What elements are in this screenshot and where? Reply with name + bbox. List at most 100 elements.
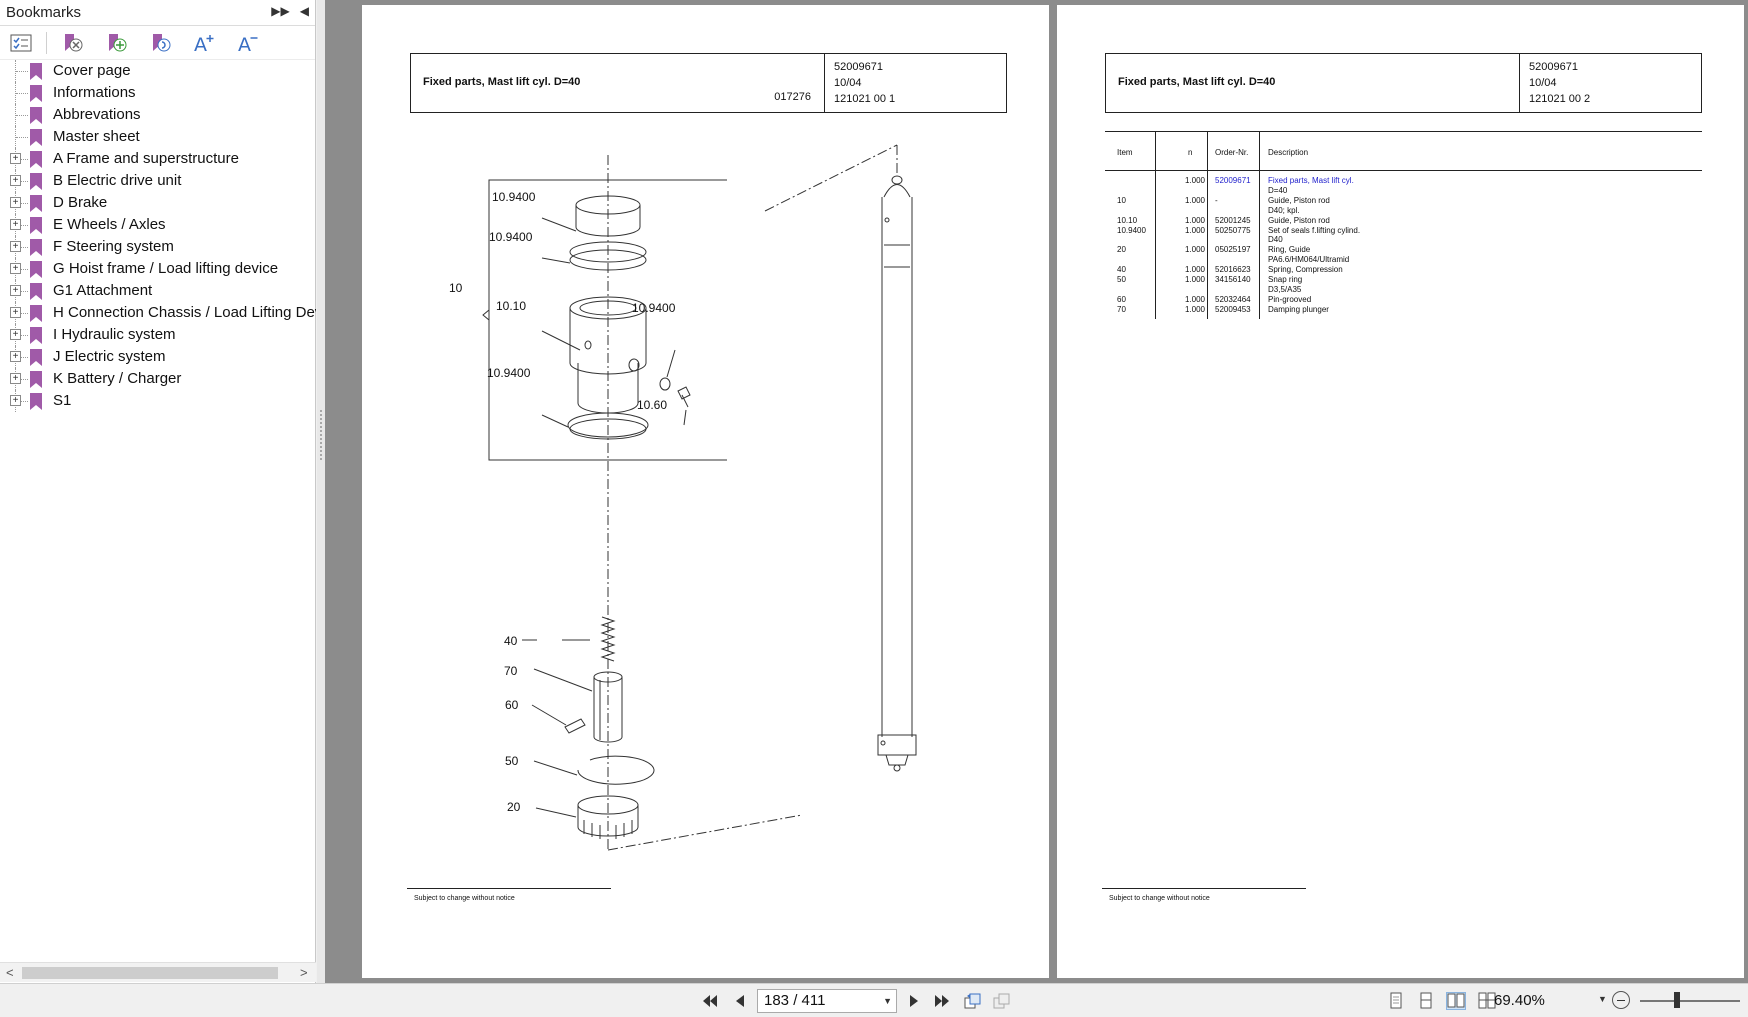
expand-toggle-icon[interactable]: + — [10, 197, 21, 208]
table-row: D=40 — [1105, 186, 1702, 196]
title-block: Fixed parts, Mast lift cyl. D=40 5200967… — [1105, 53, 1702, 113]
bookmark-item[interactable]: +G1 Attachment — [0, 280, 316, 302]
bookmark-item[interactable]: Master sheet — [0, 126, 316, 148]
bookmark-item[interactable]: +S1 — [0, 390, 316, 412]
collapse-panel-icon[interactable]: ◀ — [299, 4, 309, 18]
add-bookmark-icon[interactable] — [103, 30, 129, 56]
bookmark-label: B Electric drive unit — [53, 172, 182, 189]
callout-label: 10.10 — [496, 299, 527, 313]
zoom-slider-thumb[interactable] — [1674, 992, 1680, 1008]
continuous-view-icon[interactable] — [1416, 992, 1436, 1010]
previous-view-icon[interactable] — [963, 992, 983, 1010]
bookmark-label: J Electric system — [53, 348, 166, 365]
bookmark-item[interactable]: + E Wheels / Axles — [0, 214, 316, 236]
single-page-view-icon[interactable] — [1386, 992, 1406, 1010]
column-header-order: Order-Nr. — [1215, 148, 1249, 157]
zoom-slider[interactable] — [1640, 1000, 1740, 1002]
cell-order-number[interactable]: 52009671 — [1215, 176, 1251, 185]
callout-label: 10.9400 — [632, 301, 676, 315]
expand-toggle-icon[interactable]: + — [10, 263, 21, 274]
expand-panel-icon[interactable]: ▶▶ — [271, 4, 290, 18]
expand-toggle-icon[interactable]: + — [10, 307, 21, 318]
zoom-level[interactable]: 69.40% — [1494, 992, 1545, 1009]
cell-description: Guide, Piston rod — [1268, 195, 1330, 205]
bookmark-icon — [30, 305, 42, 322]
bookmark-item[interactable]: + J Electric system — [0, 346, 316, 368]
cell-description: D40; kpl. — [1268, 205, 1300, 215]
page-number-field[interactable]: 183 / 411 ▼ — [757, 989, 897, 1013]
callout-label: 40 — [504, 634, 518, 648]
facing-view-icon[interactable] — [1446, 992, 1466, 1010]
continuous-facing-view-icon[interactable] — [1477, 992, 1497, 1010]
bookmark-item[interactable]: +A Frame and superstructure — [0, 148, 316, 170]
bookmark-item[interactable]: +G Hoist frame / Load lifting device — [0, 258, 316, 280]
bookmark-item[interactable]: +D Brake — [0, 192, 316, 214]
cell-description: Set of seals f.lifting cylind. — [1268, 225, 1361, 235]
bookmark-item[interactable]: Cover page — [0, 60, 316, 82]
zoom-dropdown-icon[interactable]: ▼ — [1598, 994, 1607, 1004]
column-header-n: n — [1188, 148, 1193, 157]
bookmark-item[interactable]: +F Steering system — [0, 236, 316, 258]
cell-description: D3,5/A35 — [1268, 284, 1302, 294]
next-page-icon[interactable] — [904, 992, 924, 1010]
decrease-font-icon[interactable]: A — [235, 30, 261, 56]
title-meta: 52009671 10/04 121021 00 2 — [1529, 59, 1590, 107]
expand-toggle-icon[interactable]: + — [10, 241, 21, 252]
cell-description: Pin-grooved — [1268, 294, 1312, 304]
expand-toggle-icon[interactable]: + — [10, 175, 21, 186]
expand-toggle-icon[interactable]: + — [10, 285, 21, 296]
bookmark-label: E Wheels / Axles — [53, 216, 166, 233]
title-meta: 52009671 10/04 121021 00 1 — [834, 59, 895, 107]
page-right: Fixed parts, Mast lift cyl. D=40 5200967… — [1057, 5, 1744, 978]
zoom-out-icon[interactable] — [1612, 991, 1630, 1009]
expand-toggle-icon[interactable]: + — [10, 153, 21, 164]
bookmarks-panel-title: Bookmarks — [6, 4, 82, 21]
callout-label: 10.9400 — [492, 190, 536, 204]
expand-toggle-icon[interactable]: + — [10, 373, 21, 384]
scroll-right-icon[interactable]: > — [300, 965, 308, 980]
svg-text:A: A — [194, 34, 207, 54]
cell-description: Spring, Compression — [1268, 265, 1343, 275]
bookmark-item[interactable]: + B Electric drive unit — [0, 170, 316, 192]
callout-label: 60 — [505, 698, 519, 712]
bookmark-item[interactable]: Abbrevations — [0, 104, 316, 126]
panel-splitter[interactable] — [317, 0, 325, 983]
bookmark-item[interactable]: Informations — [0, 82, 316, 104]
expand-toggle-icon[interactable]: + — [10, 395, 21, 406]
next-view-icon[interactable] — [992, 992, 1012, 1010]
expand-toggle-icon[interactable]: + — [10, 329, 21, 340]
page-dropdown-icon[interactable]: ▼ — [883, 996, 892, 1006]
document-viewport[interactable]: Fixed parts, Mast lift cyl. D=40 017276 … — [325, 0, 1748, 983]
bookmark-options-icon[interactable] — [8, 30, 34, 56]
last-page-icon[interactable] — [932, 992, 952, 1010]
expand-toggle-icon[interactable]: + — [10, 351, 21, 362]
previous-page-icon[interactable] — [730, 992, 750, 1010]
callout-label: 10.9400 — [489, 230, 533, 244]
toolbar-separator — [46, 31, 47, 54]
cell-description: D40 — [1268, 235, 1283, 245]
increase-font-icon[interactable]: A — [191, 30, 217, 56]
page-title: Fixed parts, Mast lift cyl. D=40 — [1118, 76, 1276, 88]
first-page-icon[interactable] — [700, 992, 720, 1010]
scrollbar-thumb[interactable] — [22, 967, 278, 979]
bookmark-item[interactable]: +H Connection Chassis / Load Lifting Dev… — [0, 302, 316, 324]
page-left: Fixed parts, Mast lift cyl. D=40 017276 … — [362, 5, 1049, 978]
scroll-left-icon[interactable]: < — [6, 965, 14, 980]
bookmarks-horizontal-scrollbar[interactable]: < > — [0, 962, 316, 982]
find-bookmark-icon[interactable] — [147, 30, 173, 56]
bookmark-item[interactable]: +I Hydraulic system — [0, 324, 316, 346]
bookmark-icon — [30, 217, 42, 234]
delete-bookmark-icon[interactable] — [59, 30, 85, 56]
expand-toggle-icon[interactable]: + — [10, 219, 21, 230]
bookmark-item[interactable]: +K Battery / Charger — [0, 368, 316, 390]
cell-order-number: 50250775 — [1215, 225, 1251, 235]
cell-item: 20 — [1117, 245, 1126, 255]
cell-description[interactable]: Fixed parts, Mast lift cyl. — [1268, 176, 1354, 185]
